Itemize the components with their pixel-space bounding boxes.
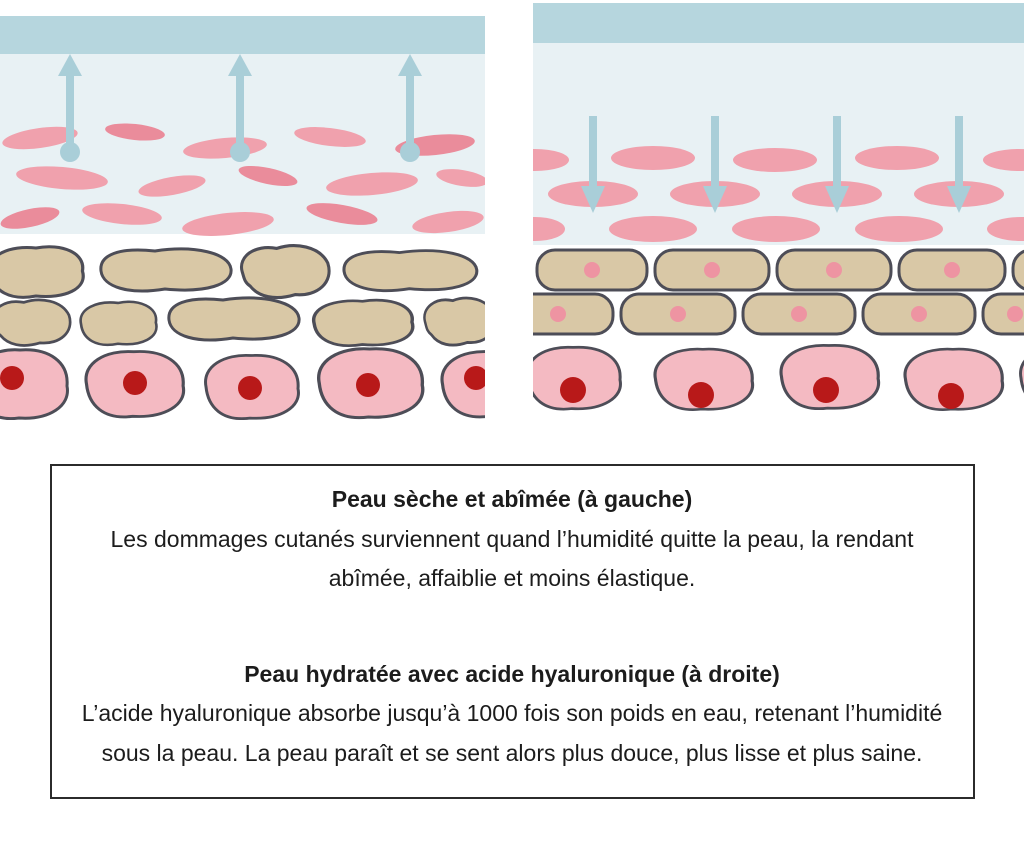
cell-nucleus <box>688 382 714 408</box>
cell-nucleus <box>0 366 24 390</box>
cell-nucleus-small <box>1007 306 1023 322</box>
cell-nucleus <box>813 377 839 403</box>
moisture-escape-arrow <box>228 54 252 162</box>
cell-nucleus-small <box>911 306 927 322</box>
cell-nucleus-small <box>944 262 960 278</box>
damaged-collagen-fibers <box>0 123 485 236</box>
dry-skin-title: Peau sèche et abîmée (à gauche) <box>331 486 693 512</box>
moisture-retention-arrow <box>947 116 971 213</box>
moisture-retention-arrow <box>581 116 605 213</box>
cell-nucleus-small <box>826 262 842 278</box>
cell-nucleus <box>938 383 964 409</box>
cell-nucleus <box>238 376 262 400</box>
cell-nucleus <box>464 366 485 390</box>
moisture-escape-arrow <box>398 54 422 162</box>
basal-skin-cells <box>0 347 485 420</box>
hydrated-skin-text: L’acide hyaluronique absorbe jusqu’à 100… <box>81 700 943 766</box>
dry-skin-text: Les dommages cutanés surviennent quand l… <box>110 525 914 592</box>
skin-surface-bar <box>0 16 485 54</box>
cell-nucleus <box>560 377 586 403</box>
cell-nucleus-small <box>704 262 720 278</box>
caption-box: Peau sèche et abîmée (à gauche) Les domm… <box>49 464 975 800</box>
cell-nucleus-small <box>584 262 600 278</box>
cell-nucleus-small <box>791 306 807 322</box>
moisture-retention-arrow <box>703 116 727 213</box>
hydrated-skin-caption: Peau hydratée avec acide hyaluronique (à… <box>82 655 943 774</box>
moisture-escape-arrow <box>58 54 82 162</box>
hydrated-skin-title: Peau hydratée avec acide hyaluronique (à… <box>244 660 780 687</box>
cell-nucleus <box>356 373 380 397</box>
cell-nucleus-small <box>550 306 566 322</box>
skin-surface-bar <box>533 3 1024 43</box>
dehydrated-skin-cells <box>0 244 485 348</box>
healthy-collagen-fibers <box>533 146 1024 242</box>
dry-skin-caption: Peau sèche et abîmée (à gauche) Les domm… <box>82 480 943 599</box>
moisture-retention-arrow <box>825 116 849 213</box>
panels-row <box>0 0 1024 420</box>
hydrated-skin-panel <box>533 0 1024 420</box>
cell-nucleus-small <box>670 306 686 322</box>
dry-skin-panel <box>0 0 485 420</box>
basal-skin-cells <box>533 343 1024 412</box>
cell-nucleus <box>123 371 147 395</box>
hydrated-skin-cells <box>533 248 1024 336</box>
